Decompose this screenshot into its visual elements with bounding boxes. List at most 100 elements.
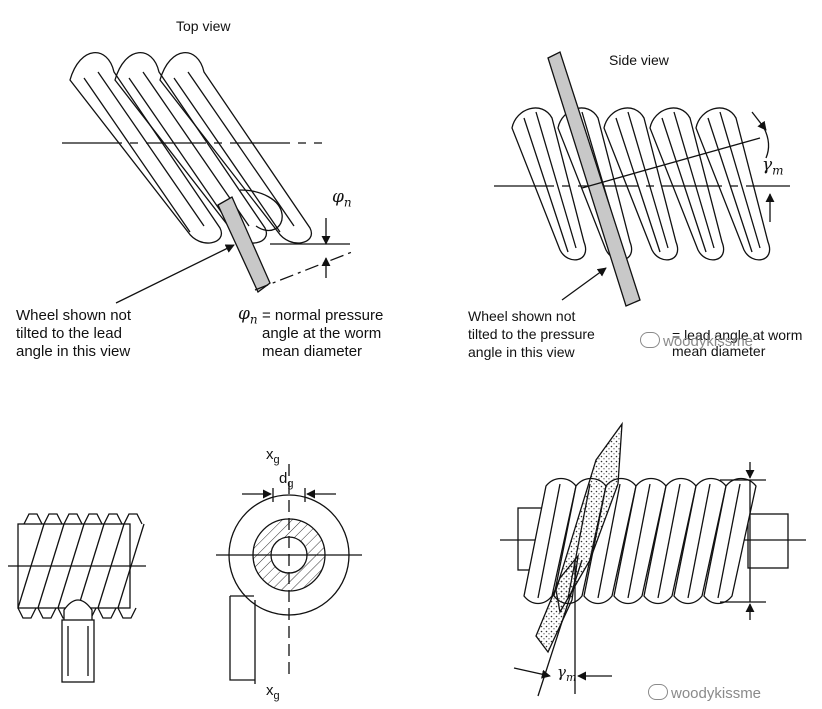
thread-crest-top <box>23 513 43 525</box>
tool-shank <box>61 619 95 683</box>
pressure-angle-note: = normal pressure angle at the worm mean… <box>262 307 384 360</box>
thread-inner-line <box>687 483 711 599</box>
side-view-figure <box>494 51 790 307</box>
thread-outline <box>643 477 697 605</box>
gamma-m-symbol: γm <box>762 156 784 179</box>
dg-sub: g <box>287 478 294 490</box>
thread-inner-line <box>661 117 707 253</box>
side-view-title: Side view <box>609 52 669 68</box>
pressure-angle-line <box>254 251 353 291</box>
phi-symbol: φ <box>332 187 344 207</box>
wheel-tooth <box>217 196 271 294</box>
thread-outline <box>695 107 771 261</box>
tool-outline <box>229 596 255 681</box>
thread-inner-line <box>615 117 661 253</box>
thread-outline <box>159 52 313 244</box>
gamma-subscript: m <box>772 163 784 178</box>
lead-angle-arrow-top <box>751 111 767 131</box>
wechat-icon <box>648 684 668 700</box>
thread-inner-line <box>97 71 205 227</box>
lead-angle-line <box>581 137 761 189</box>
pressure-phi-symbol: φn <box>238 305 258 328</box>
bottom-gamma: γ <box>557 663 566 681</box>
shaft-right <box>747 513 789 569</box>
thread-crest-bottom <box>17 607 37 619</box>
thread-outline <box>613 477 667 605</box>
xg-top-label: xg <box>266 446 280 469</box>
thread-inner-line <box>597 483 621 599</box>
wechat-icon <box>640 332 660 348</box>
thread-inner-line <box>657 483 681 599</box>
watermark-bottom: woodykissme <box>648 684 761 702</box>
pressure-phi-sub: n <box>249 312 258 327</box>
thread-line <box>37 523 65 609</box>
thread-crest-top <box>103 513 123 525</box>
thread-crest-top <box>63 513 83 525</box>
bottom-gamma-label: γm <box>557 664 576 686</box>
thread-outline <box>511 107 587 261</box>
gamma-symbol: γ <box>762 155 773 175</box>
thread-crest-top <box>83 513 103 525</box>
xg-top-sub: g <box>273 454 280 466</box>
thread-inner-line <box>707 117 753 253</box>
phi-subscript: n <box>343 195 352 210</box>
tool-tip <box>63 599 93 623</box>
top-view-wheel-note: Wheel shown not tilted to the lead angle… <box>16 307 132 360</box>
thread-line <box>97 523 125 609</box>
lead-angle-arc <box>763 127 770 159</box>
xg-bottom-sub: g <box>273 690 280 702</box>
section-view-figure <box>216 464 362 684</box>
thread-outline <box>603 107 679 261</box>
thread-inner-line <box>627 111 669 249</box>
thread-inner-line <box>535 111 577 249</box>
thread-inner-line <box>173 77 281 233</box>
thread-crest-top <box>43 513 63 525</box>
worm-grinding-figure <box>500 421 806 697</box>
dg-label: dg <box>279 470 293 493</box>
wheel-tooth <box>547 51 641 307</box>
thread-line <box>117 523 145 609</box>
worm-with-tool-figure <box>8 513 146 683</box>
thread-crest-bottom <box>37 607 57 619</box>
thread-inner-line <box>128 77 236 233</box>
thread-crest-bottom <box>97 607 117 619</box>
phi-n-symbol: φn <box>332 188 352 211</box>
thread-inner-line <box>717 483 741 599</box>
thread-outline <box>673 477 727 605</box>
thread-line <box>57 523 85 609</box>
thread-inner-line <box>719 111 761 249</box>
xg-bottom-x: x <box>266 682 274 699</box>
thread-inner-line <box>83 77 191 233</box>
thread-crest-top <box>123 513 143 525</box>
wheel-leader-line <box>115 244 235 304</box>
gamma-arrow-left <box>513 667 551 679</box>
watermark-text-bottom: woodykissme <box>671 685 762 702</box>
wheel-leader-line <box>561 267 607 301</box>
thread-inner-line <box>523 117 569 253</box>
thread-inner-line <box>673 111 715 249</box>
lead-angle-note: = lead angle at worm mean diameter <box>672 327 803 359</box>
thread-line <box>17 523 45 609</box>
thread-outline <box>69 52 223 244</box>
thread-line <box>77 523 105 609</box>
worm-threads <box>511 107 771 261</box>
pressure-phi: φ <box>238 304 250 324</box>
thread-inner-line <box>187 71 295 227</box>
side-view-wheel-note: Wheel shown not tilted to the pressure a… <box>468 308 595 360</box>
worm-threads <box>69 52 313 244</box>
thread-outline <box>114 52 268 244</box>
thread-inner-line <box>627 483 651 599</box>
watermark-top: woodykissme <box>640 332 753 350</box>
bottom-gamma-sub: m <box>565 671 577 684</box>
thread-inner-line <box>537 483 561 599</box>
watermark-text-top: woodykissme <box>663 333 754 350</box>
xg-top-x: x <box>266 446 274 463</box>
thread-outline <box>649 107 725 261</box>
thread-end-curve <box>239 189 283 231</box>
top-view-figure <box>62 52 353 304</box>
xg-bottom-label: xg <box>266 682 280 705</box>
top-view-title: Top view <box>176 18 231 34</box>
dg-d: d <box>279 470 288 487</box>
thread-crest-bottom <box>117 607 137 619</box>
